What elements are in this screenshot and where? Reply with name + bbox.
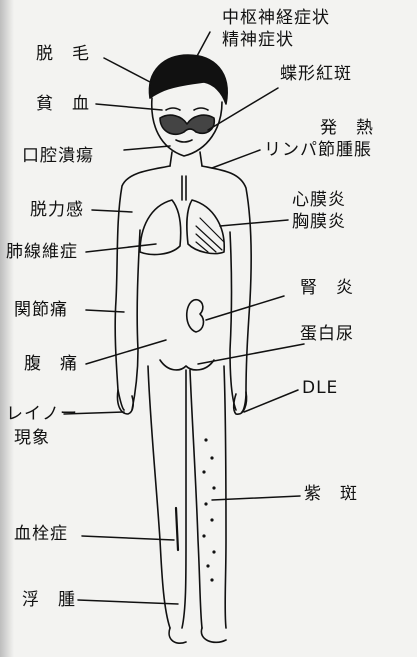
- right-lung: [187, 200, 224, 254]
- leader-malar: [208, 88, 278, 130]
- right-foot: [201, 628, 226, 642]
- label-pleuritis: 胸膜炎: [292, 212, 346, 233]
- left-leg-inner: [182, 370, 186, 628]
- leader-proteinuria: [198, 344, 304, 364]
- purpura-dot: [212, 550, 215, 553]
- right-arm-inner: [230, 232, 236, 410]
- eye-right: [194, 108, 208, 110]
- leader-cns: [196, 32, 210, 58]
- left-lung: [140, 200, 181, 254]
- trachea: [182, 176, 186, 200]
- label-purpura: 紫 斑: [304, 484, 358, 505]
- label-proteinuria: 蛋白尿: [300, 324, 354, 345]
- label-malar-rash: 蝶形紅斑: [280, 64, 352, 85]
- leader-dle: [244, 390, 298, 412]
- label-cns: 中枢神経症状: [222, 8, 330, 29]
- label-anemia: 貧 血: [36, 94, 90, 115]
- leader-abdominal: [86, 340, 166, 364]
- leader-arthralgia: [86, 310, 124, 312]
- purpura-dot: [210, 518, 213, 521]
- leader-nephritis: [206, 296, 284, 320]
- label-lymphadenopathy: リンパ節腫脹: [264, 140, 372, 161]
- label-alopecia: 脱 毛: [36, 44, 90, 65]
- label-thrombosis: 血栓症: [14, 524, 68, 545]
- leader-edema: [78, 600, 178, 604]
- label-edema: 浮 腫: [22, 590, 76, 611]
- label-arthralgia: 関節痛: [14, 300, 68, 321]
- purpura-dot: [202, 534, 205, 537]
- leader-pericarditis: [220, 220, 288, 226]
- purpura-dot: [204, 438, 207, 441]
- hip-curve: [160, 360, 214, 370]
- purpura-dot: [202, 470, 205, 473]
- label-oral-ulcer: 口腔潰瘍: [22, 146, 94, 167]
- leader-alopecia: [104, 58, 150, 82]
- mouth: [176, 140, 192, 142]
- label-nephritis: 腎 炎: [300, 278, 354, 299]
- malar-rash-shape: [160, 115, 214, 134]
- label-fever: 発 熱: [320, 118, 374, 139]
- purpura-dot: [204, 502, 207, 505]
- purpura-dot: [210, 578, 213, 581]
- kidney: [187, 300, 204, 332]
- left-foot: [169, 628, 186, 643]
- label-psych: 精神症状: [222, 30, 294, 51]
- purpura-dot: [210, 456, 213, 459]
- left-hand: [117, 390, 133, 414]
- leader-fibrosis: [86, 244, 156, 252]
- leader-oral: [124, 146, 170, 150]
- right-leg-outer: [224, 366, 226, 628]
- label-raynaud-line2: 現象: [14, 428, 50, 449]
- leader-lymph: [212, 150, 260, 168]
- right-leg-inner: [190, 370, 202, 628]
- left-leg-outer: [148, 366, 170, 628]
- label-dle: DLE: [302, 378, 338, 399]
- left-arm-inner: [132, 230, 140, 410]
- hair-shape: [149, 55, 227, 104]
- label-fatigue: 脱力感: [30, 200, 84, 221]
- purpura-dot: [212, 486, 215, 489]
- leader-fatigue: [92, 210, 132, 212]
- label-pulmonary-fibrosis: 肺線維症: [6, 242, 78, 263]
- thrombus-mark: [176, 508, 178, 550]
- purpura-dot: [206, 564, 209, 567]
- torso-outline-right: [202, 166, 251, 412]
- eye-left: [166, 108, 180, 110]
- torso-outline: [115, 166, 170, 410]
- label-raynaud-line1: レイノー: [6, 404, 78, 425]
- label-abdominal-pain: 腹 痛: [24, 354, 78, 375]
- neck: [170, 152, 202, 166]
- label-pericarditis: 心膜炎: [292, 190, 346, 211]
